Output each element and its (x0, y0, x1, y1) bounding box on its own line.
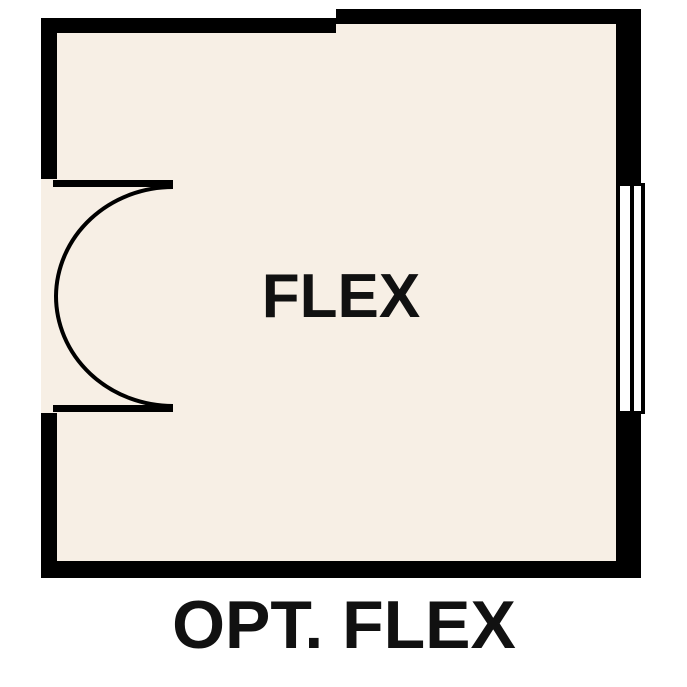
double-door-swing (53, 180, 174, 412)
window-frame-top-line (616, 183, 645, 186)
window-frame-left-line (616, 183, 620, 414)
flex-room-floor-fill (41, 24, 616, 561)
right-wall-window (616, 183, 645, 414)
flex-room-label: FLEX (262, 262, 420, 331)
door-swing-arc-bottom (54, 295, 174, 408)
door-leaf-top (53, 180, 173, 187)
window-frame-right-line (641, 183, 645, 414)
window-frame-bottom-line (616, 411, 645, 414)
door-swing-arc-top (54, 185, 174, 297)
door-leaf-bottom (53, 405, 173, 412)
opt-flex-caption: OPT. FLEX (172, 587, 516, 663)
window-mullion-line (630, 183, 634, 414)
